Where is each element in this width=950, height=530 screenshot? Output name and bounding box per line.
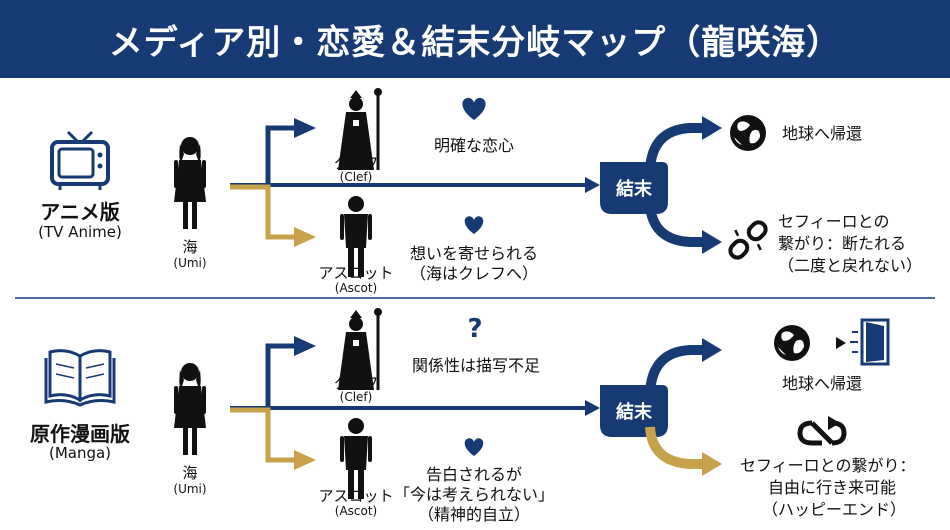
ascot-name-anime: アスコット (318, 264, 394, 282)
anime-media-label: アニメ版 (40, 200, 120, 224)
globe-icon-manga (774, 325, 810, 361)
heart-icon-anime-clef (462, 97, 486, 120)
outcome-return-earth-manga: 地球へ帰還 (782, 374, 863, 393)
ascot-sublabel-manga: (Ascot) (334, 504, 378, 518)
door-portal-icon (850, 318, 890, 366)
ascot-relationship-manga-2: 「今は考えられない」 (393, 485, 554, 504)
umi-figure-anime (174, 137, 206, 229)
clef-sublabel-anime: (Clef) (339, 170, 373, 184)
manga-branch-to-ascot-arrow (230, 407, 316, 470)
outcome-connection-manga-3: （ハッピーエンド） (762, 500, 907, 519)
anime-media-sublabel: (TV Anime) (38, 223, 122, 241)
outcome-connection-anime-2: 繋がり：断たれる (778, 234, 907, 253)
heart-icon-anime-ascot (464, 216, 484, 234)
ascot-sublabel-anime: (Ascot) (334, 281, 378, 295)
outcome-connection-manga-2: 自由に行き来可能 (768, 478, 897, 497)
ascot-relationship-anime-2: （海はクレフへ） (409, 264, 538, 283)
tv-icon (50, 130, 110, 190)
ending-label-anime: 結末 (616, 179, 652, 200)
outcome-connection-anime-1: セフィーロとの (778, 212, 890, 231)
umi-sublabel-anime: (Umi) (173, 256, 207, 270)
umi-name-manga: 海 (182, 464, 198, 482)
anime-umi-to-ending-arrow (230, 177, 600, 193)
anime-branch-to-ascot-arrow (230, 184, 316, 247)
manga-ending-node (600, 338, 722, 476)
clef-sublabel-manga: (Clef) (339, 390, 373, 404)
ascot-name-manga: アスコット (318, 487, 394, 505)
page-title: メディア別・恋愛＆結末分岐マップ（龍咲海） (0, 0, 950, 78)
umi-figure-manga (174, 363, 206, 455)
ascot-relationship-manga-3: （精神的自立） (417, 505, 530, 524)
clef-relationship-manga: 関係性は描写不足 (411, 356, 540, 375)
anime-branch-to-clef-arrow (265, 118, 316, 185)
manga-umi-to-ending-arrow (230, 400, 600, 416)
cycle-arrows-icon (797, 416, 847, 446)
anime-ending-node (600, 116, 722, 254)
globe-icon-anime (730, 115, 766, 151)
question-mark-icon: ? (467, 314, 483, 344)
outcome-connection-anime-3: （二度と戻れない） (778, 256, 923, 275)
clef-name-anime: クレフ (333, 154, 379, 172)
ascot-relationship-anime-1: 想いを寄せられる (409, 244, 538, 263)
clef-relationship-anime: 明確な恋心 (433, 136, 514, 155)
manga-media-sublabel: (Manga) (48, 444, 112, 462)
ascot-relationship-manga-1: 告白されるが (425, 465, 522, 484)
ending-label-manga: 結末 (616, 402, 652, 423)
manga-branch-to-clef-arrow (265, 336, 316, 408)
outcome-connection-manga-1: セフィーロとの繋がり： (740, 456, 916, 475)
clef-name-manga: クレフ (333, 374, 379, 392)
small-arrow-icon (836, 337, 846, 349)
outcome-return-earth-anime: 地球へ帰還 (782, 124, 863, 143)
manga-media-label: 原作漫画版 (30, 422, 130, 446)
heart-icon-manga-ascot (464, 438, 484, 456)
umi-name-anime: 海 (182, 238, 198, 256)
umi-sublabel-manga: (Umi) (173, 482, 207, 496)
broken-chain-icon (728, 220, 768, 260)
book-icon (44, 349, 116, 407)
